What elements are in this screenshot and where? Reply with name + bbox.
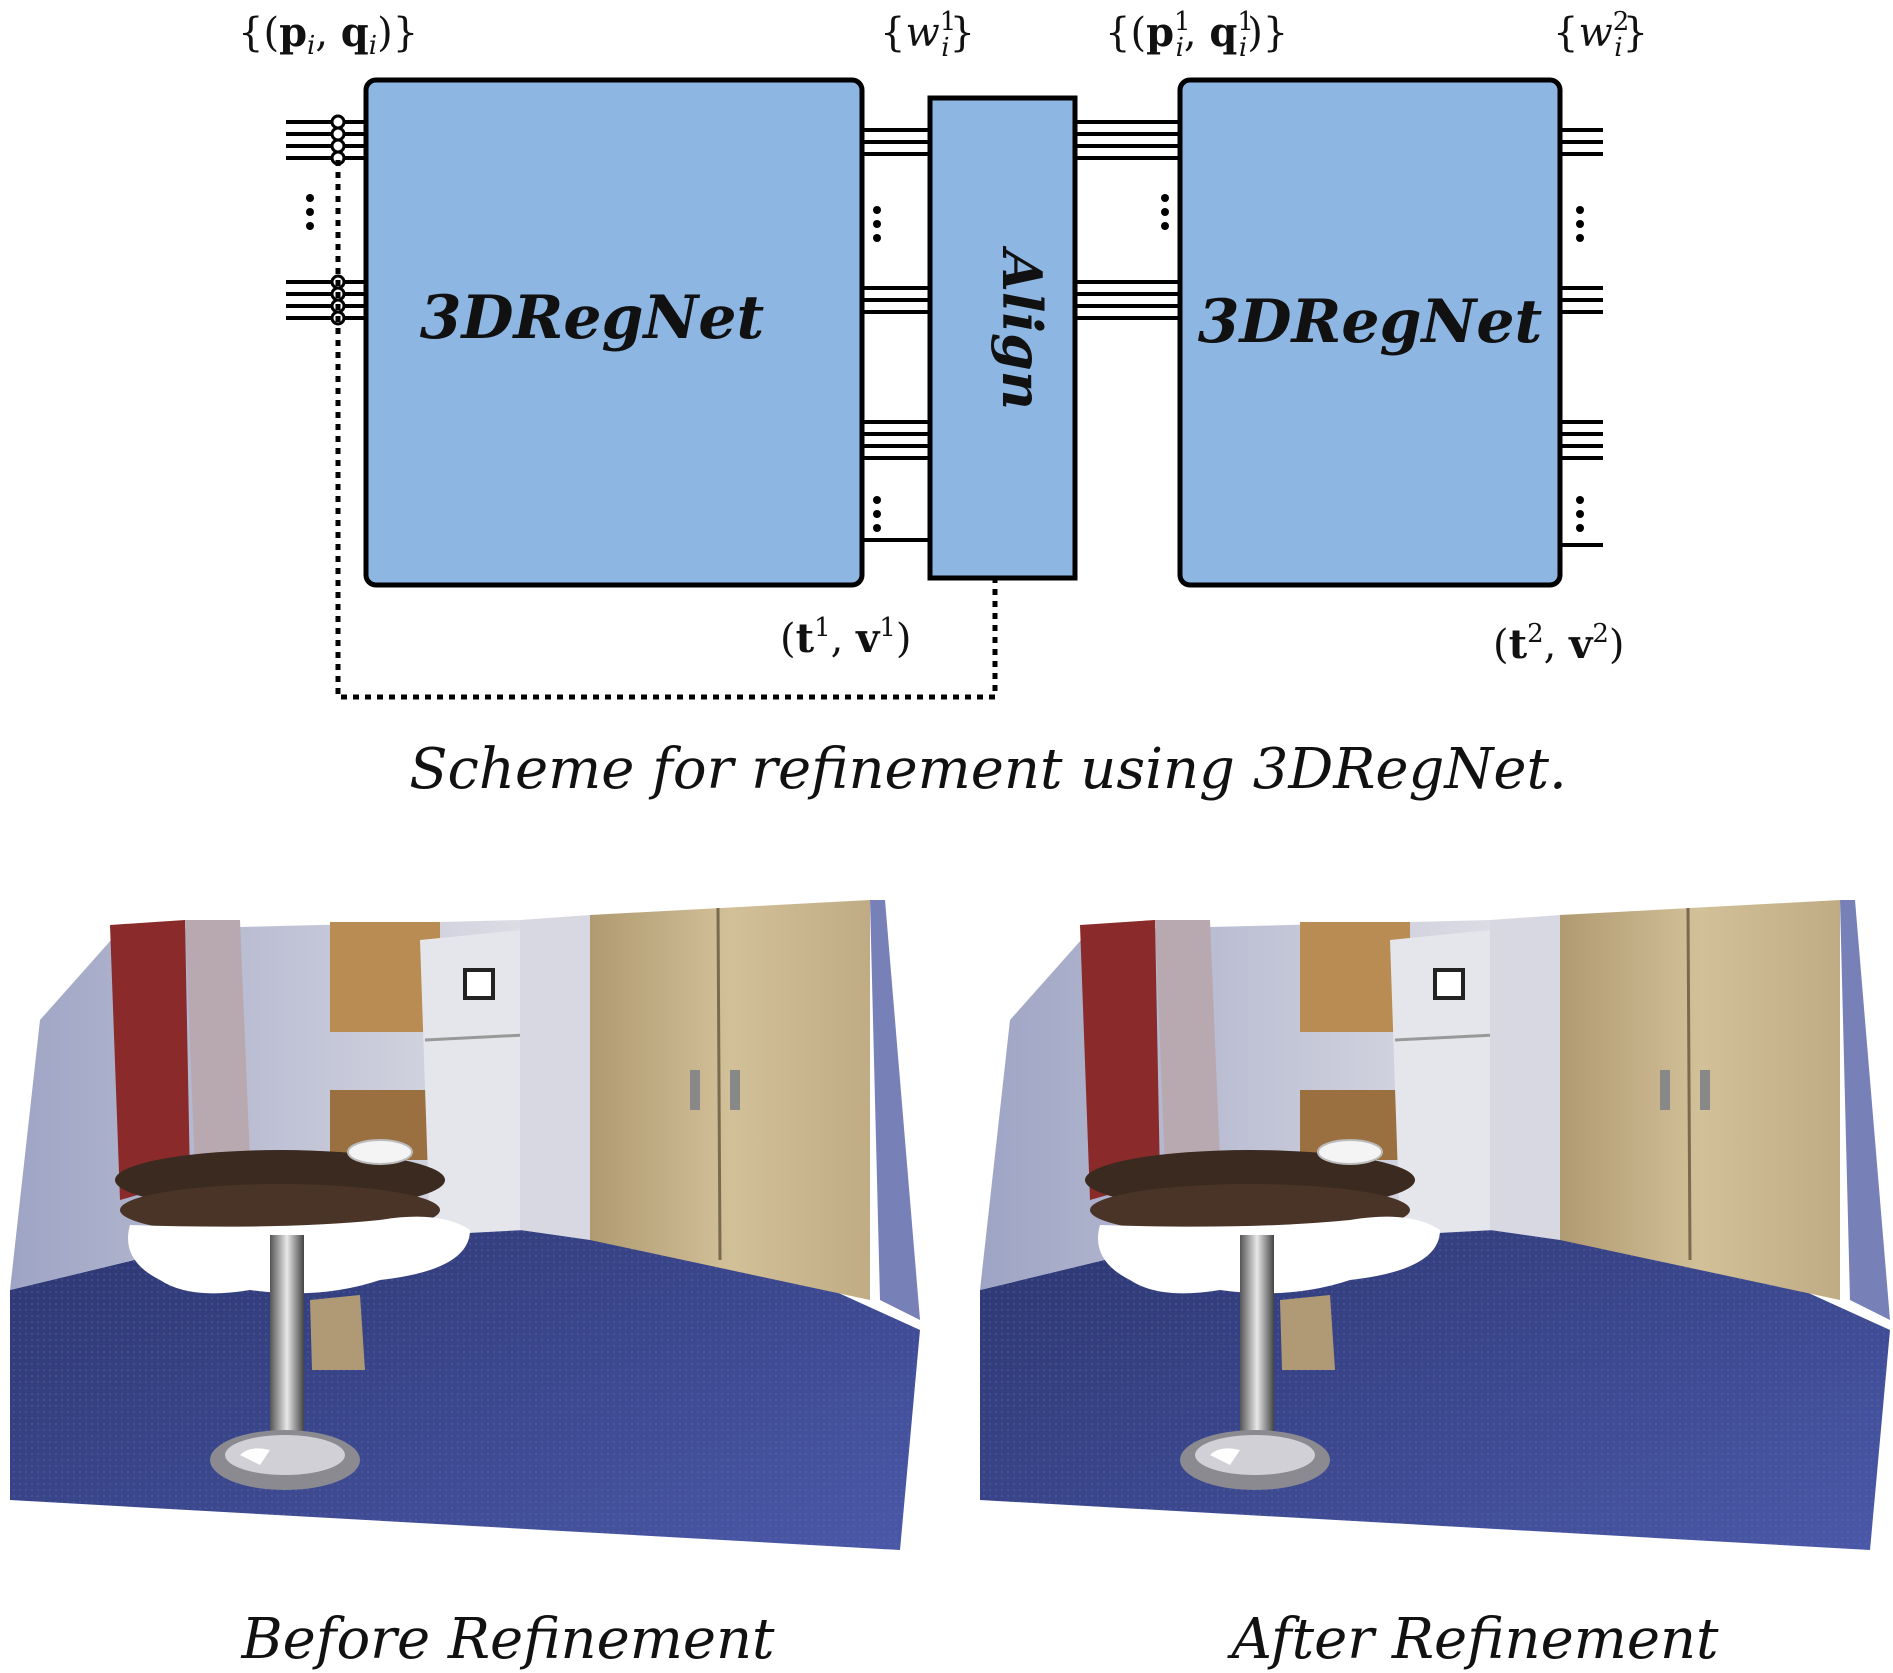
- align-output-ellipsis: [1161, 194, 1169, 230]
- block1-to-align-lines: [862, 128, 930, 542]
- regnet-block-1-title: 3DRegNet: [420, 283, 765, 353]
- after-refinement-image: [978, 898, 1892, 1552]
- before-refinement-image: [8, 898, 922, 1552]
- diagram-caption: Scheme for refinement using 3DRegNet.: [409, 737, 1567, 802]
- regnet-block-2: [1177, 77, 1563, 588]
- input-junction-dots: [330, 114, 346, 326]
- align-to-block2-lines: [1075, 120, 1180, 320]
- block1-output-ellipsis: [873, 206, 881, 532]
- regnet-block-1: [363, 77, 865, 588]
- regnet-block-2-title: 3DRegNet: [1198, 287, 1543, 357]
- input-lines: [286, 120, 368, 320]
- align-block-title: Align: [990, 245, 1054, 410]
- align-block: [927, 95, 1078, 581]
- pipeline-diagram: 3DRegNet Align: [238, 7, 1648, 802]
- after-refinement-caption: After Refinement: [1226, 1607, 1719, 1672]
- pose-1-label: (t1, v1): [780, 613, 911, 662]
- feedback-dashed-line: [335, 160, 998, 700]
- block2-output-lines: [1560, 128, 1603, 547]
- block2-output-ellipsis: [1576, 206, 1584, 532]
- input-ellipsis: [306, 194, 314, 230]
- input-correspondences-label: {(pi, qi)}: [238, 9, 418, 61]
- before-refinement-caption: Before Refinement: [240, 1607, 775, 1672]
- pose-2-label: (t2, v2): [1493, 619, 1624, 668]
